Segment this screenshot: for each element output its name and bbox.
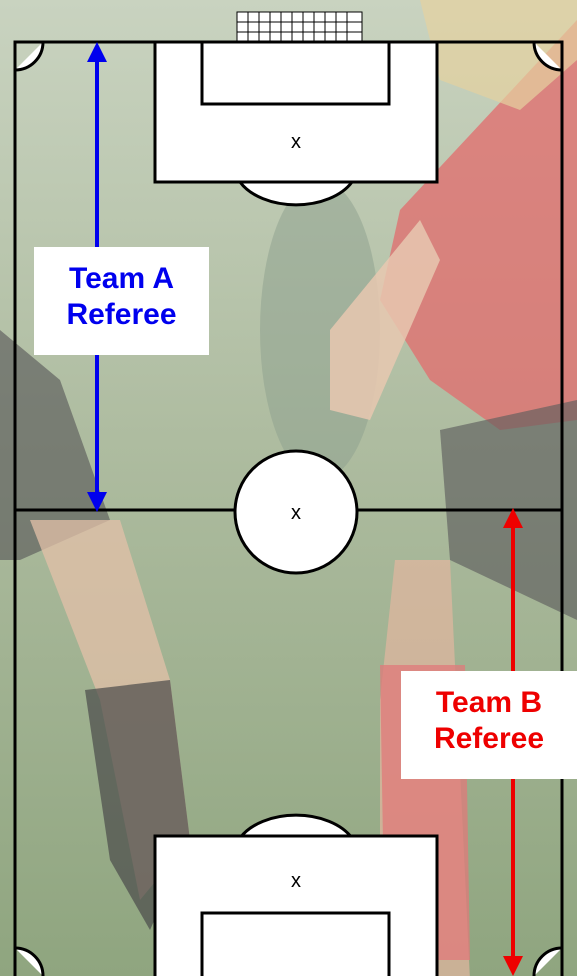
top-penalty-spot: x — [291, 131, 301, 153]
team-b-referee-label: Team B Referee — [401, 671, 577, 779]
team-a-label-line2: Referee — [66, 298, 177, 331]
center-spot: x — [291, 502, 301, 524]
corner-arc-top-left — [14, 41, 45, 72]
top-penalty-arc — [238, 181, 354, 207]
team-a-referee-label: Team A Referee — [34, 247, 209, 355]
center-circle — [233, 449, 359, 575]
top-goal-box — [200, 40, 391, 106]
goal-net — [236, 11, 363, 43]
bottom-penalty-spot: x — [291, 870, 301, 892]
bottom-goal-box — [200, 911, 391, 976]
corner-arc-bottom-left — [14, 946, 45, 976]
corner-arc-bottom-right — [532, 946, 563, 976]
team-a-label-line1: Team A — [68, 262, 175, 295]
bottom-penalty-arc — [238, 813, 354, 839]
team-b-label-line2: Referee — [433, 722, 545, 755]
corner-arc-top-right — [532, 41, 563, 72]
team-b-label-line1: Team B — [435, 686, 543, 719]
